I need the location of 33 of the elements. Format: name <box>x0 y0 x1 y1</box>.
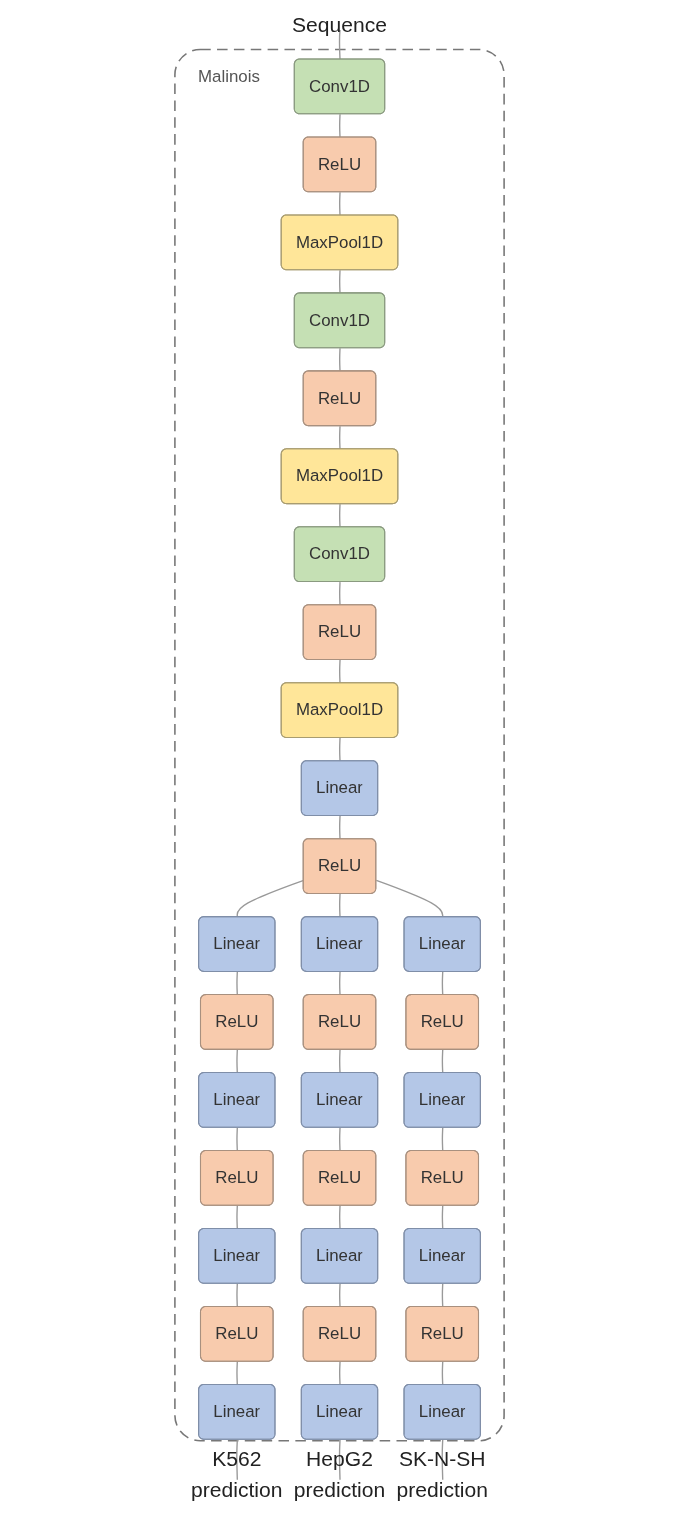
connector <box>236 1439 238 1481</box>
connector <box>441 1127 444 1152</box>
connector <box>339 659 341 684</box>
connector <box>339 1361 341 1386</box>
connector <box>236 1205 238 1230</box>
connector <box>339 737 341 762</box>
connector <box>339 1205 341 1230</box>
connector <box>441 971 444 996</box>
connector <box>236 971 238 996</box>
connector <box>236 1283 238 1308</box>
connector <box>339 893 341 918</box>
connector <box>236 1361 238 1386</box>
connector <box>441 1205 444 1230</box>
connector <box>339 1283 341 1308</box>
connector <box>339 815 341 840</box>
connector <box>339 971 341 996</box>
connector <box>339 581 341 606</box>
connector <box>339 1049 341 1074</box>
node-text: SK-N-SH prediction <box>396 1446 488 1502</box>
connector <box>338 29 341 61</box>
node-text: Sequence <box>292 12 387 36</box>
connector <box>441 1283 444 1308</box>
connector <box>375 879 444 918</box>
connector <box>339 503 341 528</box>
node-text: K562 prediction <box>191 1446 283 1502</box>
connector <box>339 1127 341 1152</box>
connector <box>338 1439 341 1481</box>
connector <box>441 1049 444 1074</box>
connector <box>441 1361 444 1386</box>
node-text: HepG2 prediction <box>293 1446 386 1502</box>
connector <box>236 1127 238 1152</box>
connector <box>441 1439 444 1481</box>
connector <box>236 1049 238 1074</box>
